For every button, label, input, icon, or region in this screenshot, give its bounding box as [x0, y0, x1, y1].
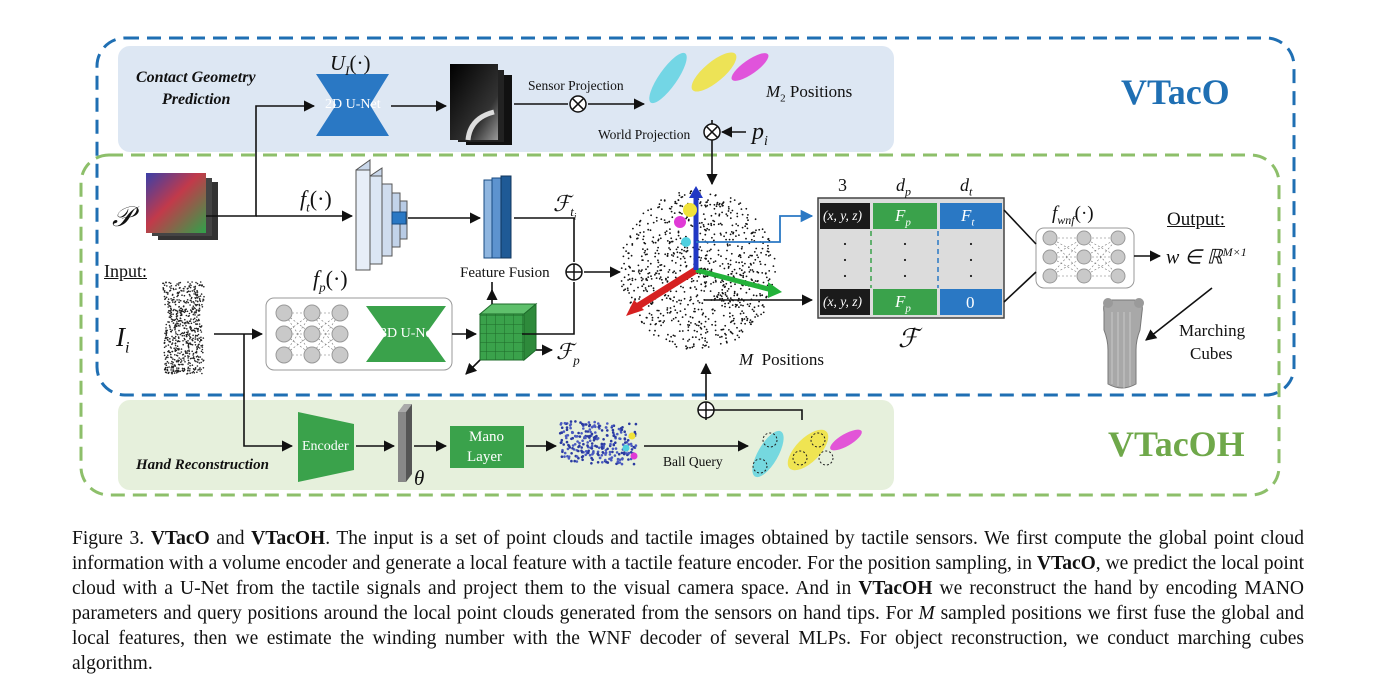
input-label: Input:: [104, 261, 147, 281]
feature-table: · · · · · · · · ·: [817, 197, 1005, 319]
marching-cubes-label-2: Cubes: [1190, 344, 1233, 363]
figure-caption: Figure 3. VTacO and VTacOH. The input is…: [72, 528, 1305, 674]
point-input-symbol: Ii: [116, 322, 130, 357]
m2-positions-clouds: [649, 52, 769, 104]
table-header-dp: dp: [896, 175, 911, 199]
input-point-cloud: [162, 281, 205, 375]
table-row1-xyz: (x, y, z): [823, 208, 862, 223]
ball-query-clouds: [752, 429, 862, 478]
mano-layer-label-2: Layer: [467, 449, 502, 465]
svg-text:·: ·: [968, 266, 974, 286]
tactile-images: [146, 173, 218, 240]
svg-text:·: ·: [902, 266, 908, 286]
encoder-label: Encoder: [302, 439, 349, 454]
svg-text:·: ·: [902, 234, 908, 254]
unet-2d-label: 2D U-Net: [325, 97, 381, 112]
hand-reconstruction-label: Hand Reconstruction: [136, 457, 269, 473]
unet-3d-block: [366, 306, 446, 362]
svg-text:·: ·: [968, 234, 974, 254]
svg-text:·: ·: [842, 234, 848, 254]
vtaco-frame: [95, 36, 1296, 397]
theta-bar: [398, 404, 412, 482]
output-label: Output:: [1167, 209, 1226, 230]
figure: · · · · · · · · ·: [79, 36, 1296, 497]
tactile-feature-link: [696, 209, 814, 243]
reconstructed-object: [1103, 298, 1144, 389]
sensor-projection-otimes: [569, 95, 587, 113]
unet-3d-label: 3D U-Net: [380, 326, 436, 341]
svg-text:·: ·: [902, 250, 908, 270]
mano-layer-block: [450, 426, 524, 468]
table-last-xyz: (x, y, z): [823, 294, 862, 309]
svg-text:·: ·: [968, 250, 974, 270]
ft-function-label: ft(·): [300, 186, 332, 215]
f-ti-label: ℱti: [553, 191, 577, 222]
query-oplus: [697, 401, 715, 419]
theta-label: θ: [414, 466, 425, 490]
wnf-mlp-nodes: [1042, 230, 1126, 284]
point-feature-volume: [478, 302, 538, 362]
table-row1-fp: Fp: [895, 206, 911, 229]
tactile-encoder-layers: [355, 159, 408, 271]
depth-images: [450, 64, 512, 145]
table-last-fp: Fp: [895, 292, 911, 315]
m2-positions-label: M2 Positions: [766, 82, 853, 105]
hand-mesh: [558, 420, 638, 466]
fwnf-function-label: fwnf(·): [1052, 203, 1094, 227]
sensor-projection-label: Sensor Projection: [528, 78, 624, 93]
unet-2d-block: [316, 74, 389, 136]
tactile-feature-bars: [483, 175, 512, 259]
m-positions-label: M Positions: [739, 350, 825, 369]
world-projection-otimes: [703, 123, 721, 141]
feature-fusion-label: Feature Fusion: [460, 265, 550, 281]
p-i-label: pi: [752, 119, 768, 149]
mano-layer-label-1: Mano: [469, 429, 504, 445]
table-header-dt: dt: [960, 175, 973, 199]
vtaco-title: VTacO: [1121, 72, 1230, 112]
output-formula: w ∈ ℝM×1: [1166, 245, 1247, 269]
table-row1-ft: Ft: [961, 206, 975, 229]
point-mlp-nodes: [275, 304, 349, 364]
svg-text:·: ·: [842, 250, 848, 270]
svg-text:·: ·: [842, 266, 848, 286]
contact-geometry-label-1: Contact Geometry: [136, 69, 256, 86]
vtacoh-frame: [79, 153, 1281, 497]
marching-cubes-label-1: Marching: [1179, 321, 1246, 340]
table-f-label: ℱ: [898, 324, 919, 353]
table-header-3: 3: [838, 175, 847, 195]
table-last-zero: 0: [966, 293, 975, 312]
figure-diagram: · · · · · · · · ·: [79, 36, 1296, 497]
contact-geometry-label-2: Prediction: [162, 91, 231, 108]
encoder-block: [298, 412, 354, 482]
feature-fusion-oplus: [565, 263, 583, 281]
world-projection-label: World Projection: [598, 127, 691, 142]
vtacoh-title: VTacOH: [1108, 424, 1245, 464]
coordinate-axes: [626, 186, 782, 316]
ball-query-label: Ball Query: [663, 454, 723, 469]
unet-function-label: UI(·): [330, 51, 371, 79]
fp-function-label: fp(·): [313, 266, 348, 295]
tactile-input-symbol: 𝒫: [112, 202, 133, 233]
f-p-label: ℱp: [556, 339, 580, 368]
connectors: [206, 98, 1213, 452]
